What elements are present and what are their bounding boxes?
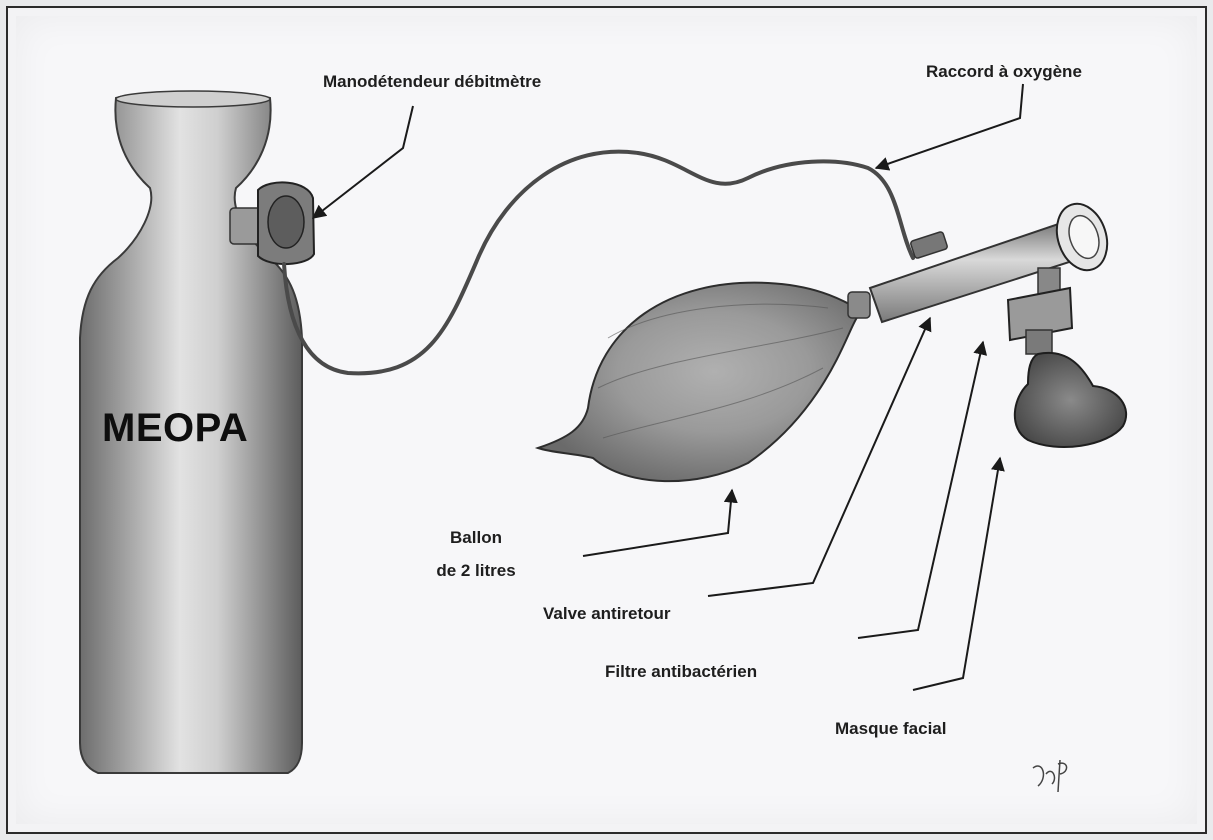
valve-tube [870,197,1115,322]
label-valve: Valve antiretour [543,602,671,626]
breathing-bag [538,283,870,482]
label-ballon-line2: de 2 litres [406,559,546,583]
label-filtre: Filtre antibactérien [605,660,757,684]
illustration-frame: MEOPA Manodétendeur débitmètre Raccord à… [6,6,1207,834]
label-raccord: Raccord à oxygène [926,60,1082,84]
label-masque: Masque facial [835,717,947,741]
label-ballon-line1: Ballon [436,526,516,550]
face-mask [1015,353,1126,447]
cylinder-label: MEOPA [102,406,248,451]
antibacterial-filter [1008,268,1072,354]
label-manodetendeur: Manodétendeur débitmètre [323,70,541,94]
arrow-ballon [583,490,732,556]
arrow-masque [913,458,1000,690]
artist-signature [1033,760,1067,792]
arrow-manodetendeur [313,106,413,218]
arrow-raccord [876,84,1023,168]
arrow-filtre [858,342,983,638]
